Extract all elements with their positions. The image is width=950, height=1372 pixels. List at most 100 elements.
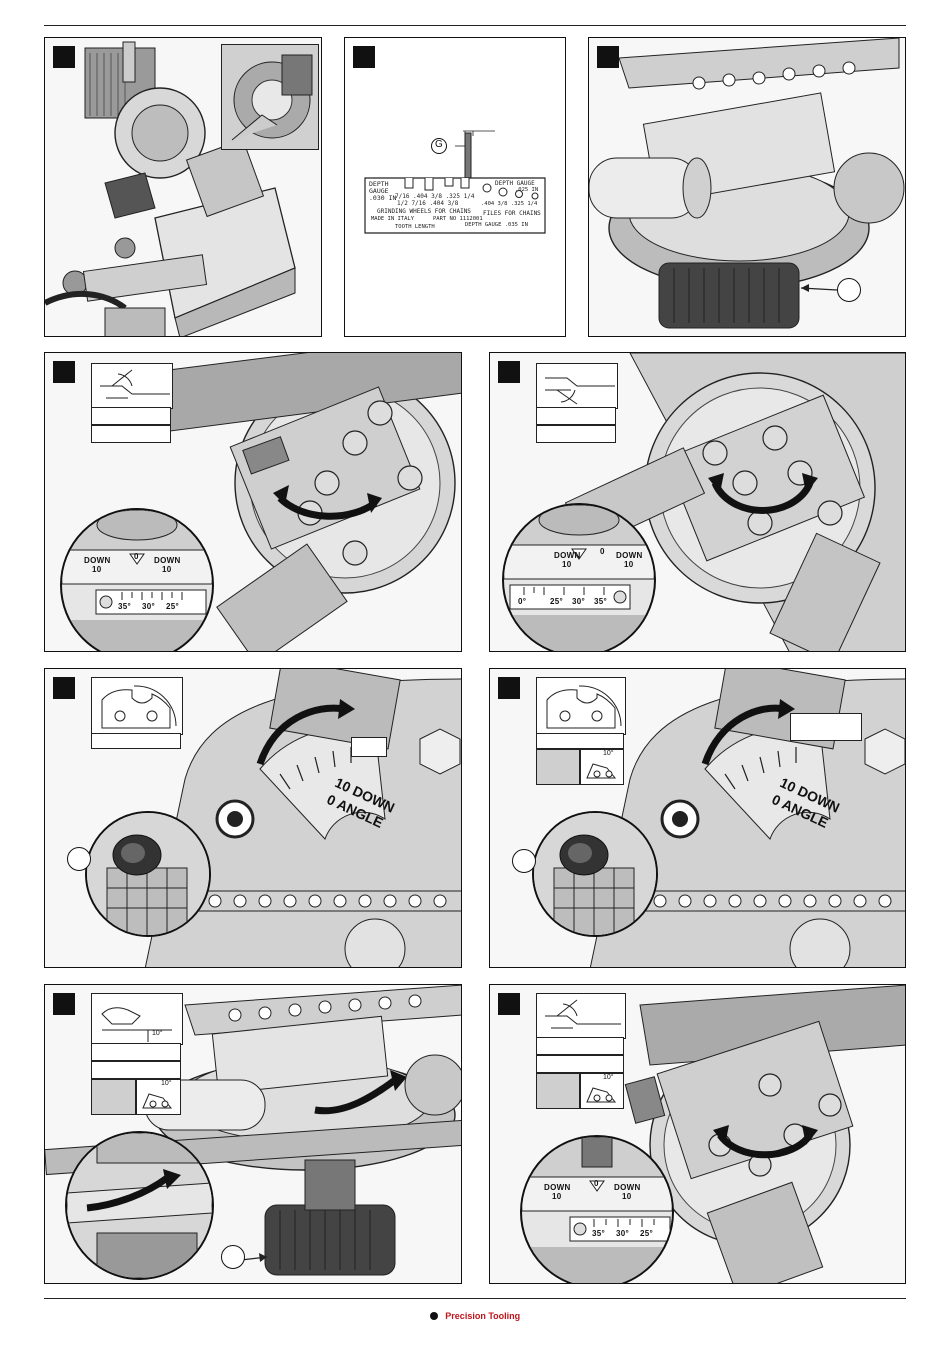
magnified-knob-view (85, 811, 211, 937)
bottom-rule (44, 1298, 906, 1299)
step-number-box (53, 46, 75, 68)
chain-tooth-10deg-cell: 10° (580, 1073, 624, 1109)
callout-g-label: G (435, 139, 443, 150)
scale-25: 25° (550, 597, 563, 606)
scale-ten-left: 10 (92, 565, 102, 574)
panel-machine-overview (44, 37, 322, 337)
depth-gauge-illustration (364, 130, 546, 234)
scale-30: 30° (616, 1229, 629, 1238)
value-box (351, 737, 387, 757)
spec-row-1 (536, 407, 616, 425)
clamp-illustration (589, 38, 905, 329)
gauge-depth-left: DEPTH (369, 180, 389, 188)
callout-g: G (431, 138, 447, 154)
gauge-depth-left2: GAUGE (369, 187, 389, 195)
spec-row-1 (91, 1043, 181, 1061)
scale-down-left: DOWN (84, 556, 111, 565)
top-rule (44, 25, 906, 26)
magnified-rotation-view (65, 1131, 214, 1280)
swivel-right-illustration (564, 353, 905, 651)
scale-30: 30° (142, 602, 155, 611)
gauge-file-sizes: .404 3/8 .325 1/4 (481, 201, 538, 207)
chain-tooth-10deg-cell: 10° (580, 749, 624, 785)
panel-depth-gauge: G DEPTH GAUGE .030 IN 7/16 .404 3/8 .325… (344, 37, 566, 337)
gauge-tooth-length: TOOTH LENGTH (395, 224, 435, 230)
spec-grey-cell (536, 749, 580, 785)
scale-25: 25° (166, 602, 179, 611)
tooth-profile-inset (536, 677, 626, 735)
angle-diagram-inset (536, 363, 618, 409)
scale-25: 25° (640, 1229, 653, 1238)
spec-row-1 (536, 733, 624, 749)
scale-ten-left: 10 (552, 1192, 562, 1201)
final-swivel-illustration (624, 985, 905, 1283)
brand-name: Precision Tooling (445, 1310, 521, 1321)
step-number-box (597, 46, 619, 68)
panel-clamp-knob (588, 37, 906, 337)
scale-zero: 0 (134, 552, 139, 561)
magnified-knob-view (532, 811, 658, 937)
value-box (790, 713, 862, 741)
ten-degree-label: 10° (603, 1074, 614, 1081)
scale-ten-right: 10 (624, 560, 634, 569)
gauge-made-in: MADE IN ITALY (371, 216, 415, 222)
detail-photo-inset (221, 44, 319, 150)
spec-row-2 (91, 1061, 181, 1079)
step-number-box (498, 993, 520, 1015)
ten-degree-label-2: 10° (161, 1080, 172, 1087)
step-number-box (53, 361, 75, 383)
panel-head-tilt-right: 10° 10 DOWN 0 ANGLE (489, 668, 906, 968)
magnified-scale-view: DOWN 10 0 DOWN 10 35° 30° 25° (520, 1135, 674, 1283)
ten-degree-label: 10° (152, 1030, 163, 1037)
angle-diagram-inset (91, 363, 173, 409)
spec-row-2 (91, 425, 171, 443)
panel-swivel-right: DOWN 10 0 DOWN 10 0° 25° 30° 35° (489, 352, 906, 652)
scale-ten-right: 10 (622, 1192, 632, 1201)
scale-down-right: DOWN (616, 551, 643, 560)
spec-row-2 (536, 425, 616, 443)
scale-35: 35° (594, 597, 607, 606)
gauge-depth-right-value: .025 IN (515, 187, 539, 193)
scale-30: 30° (572, 597, 585, 606)
spec-row-2 (536, 1055, 624, 1073)
scale-35: 35° (118, 602, 131, 611)
footer-brand: Precision Tooling (0, 1307, 950, 1325)
angle-diagram-inset (536, 993, 626, 1039)
magnified-scale-view: DOWN 10 0 DOWN 10 0° 25° 30° 35° (502, 503, 656, 651)
gauge-depth-right: DEPTH GAUGE (495, 180, 535, 187)
magnified-scale-view: DOWN 10 0 DOWN 10 35° 30° 25° (60, 508, 214, 651)
callout-circle (221, 1245, 245, 1269)
step-number-box (498, 677, 520, 699)
scale-down-left: DOWN (554, 551, 581, 560)
spec-grey-cell (91, 1079, 136, 1115)
step-number-box (53, 993, 75, 1015)
gauge-part-no: PART NO 1112001 (433, 216, 483, 222)
gauge-sizes-mid: 1/2 7/16 .404 3/8 (397, 200, 459, 207)
panel-final-swivel: 10° DOWN 10 0 DOWN 10 35° 30° 25° (489, 984, 906, 1284)
scale-down-left: DOWN (544, 1183, 571, 1192)
tooth-profile-inset (91, 677, 183, 735)
spec-row-1 (536, 1037, 624, 1055)
panel-swivel-left: DOWN 10 0 DOWN 10 35° 30° 25° (44, 352, 462, 652)
scale-zero: 0 (594, 1179, 599, 1188)
scale-zero: 0 (600, 547, 605, 556)
machine-illustration (45, 41, 296, 336)
scale-0deg: 0° (518, 597, 527, 606)
step-number-box (53, 677, 75, 699)
gauge-sizes-top: 7/16 .404 3/8 .325 1/4 (395, 193, 475, 200)
scale-ten-left: 10 (562, 560, 572, 569)
gauge-files-for-chains: FILES FOR CHAINS (483, 210, 541, 217)
gauge-depth-left-value: .030 IN (369, 194, 397, 202)
swivel-left-illustration (144, 353, 461, 651)
step-number-box (353, 46, 375, 68)
callout-circle (512, 849, 536, 873)
callout-circle (67, 847, 91, 871)
panel-head-tilt-left: 10 DOWN 0 ANGLE (44, 668, 462, 968)
ten-degree-label: 10° (603, 750, 614, 757)
callout-circle (837, 278, 861, 302)
hand-depth-inset: 10° (91, 993, 183, 1045)
scale-down-right: DOWN (154, 556, 181, 565)
step-number-box (498, 361, 520, 383)
scale-ten-right: 10 (162, 565, 172, 574)
spec-grey-cell (536, 1073, 580, 1109)
